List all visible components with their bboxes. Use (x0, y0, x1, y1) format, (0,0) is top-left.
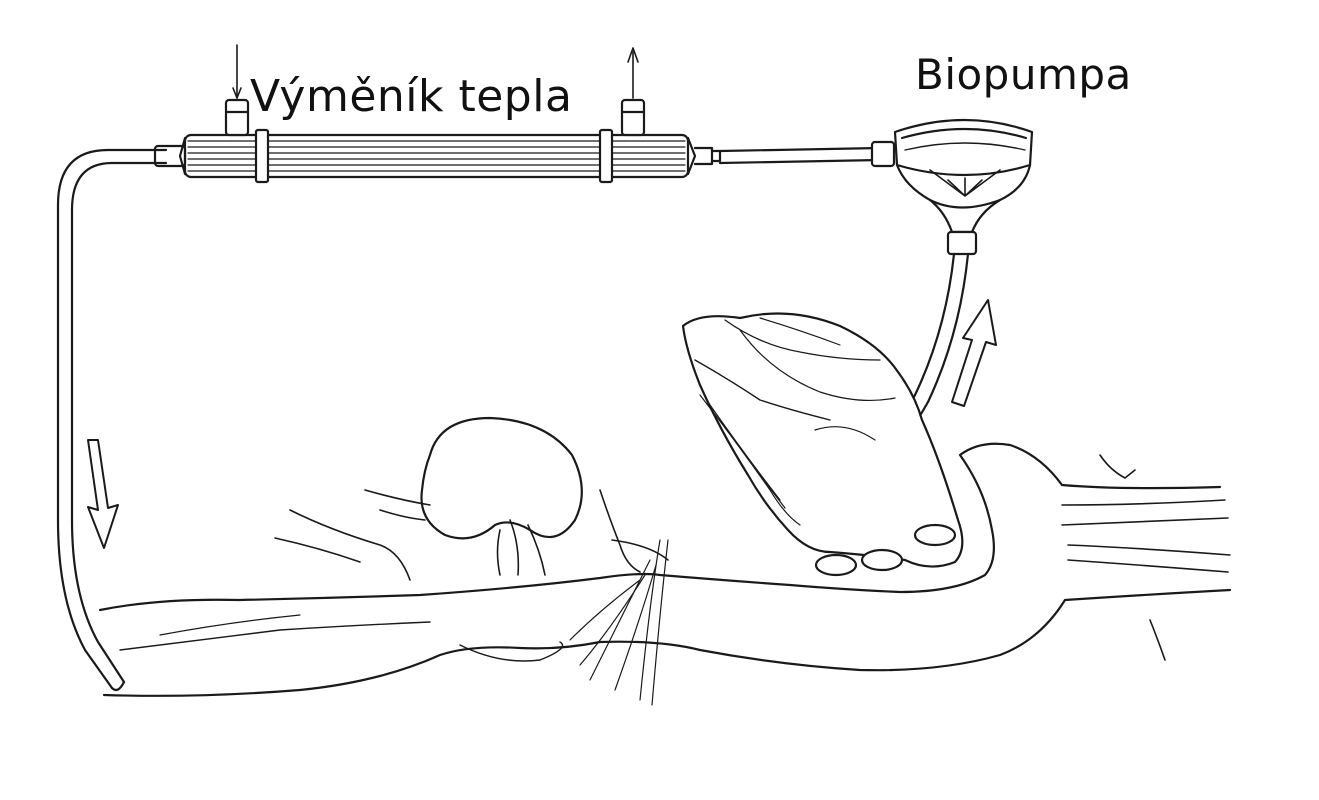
nerve-fibers (569, 539, 669, 706)
kidney (420, 416, 583, 576)
heat-exchanger (153, 98, 722, 184)
branch-vessels (274, 489, 669, 581)
port-arrows (232, 44, 639, 99)
biopump-label: Biopumpa (915, 50, 1132, 99)
heat-exchanger-label: Výměník tepla (250, 71, 573, 122)
pump-inlet-tube (718, 140, 896, 168)
biopump (893, 118, 1034, 256)
vessel (98, 442, 1232, 697)
return-tube (56, 148, 168, 692)
heart (681, 312, 964, 577)
arrow-down-icon (87, 439, 119, 549)
arrow-up-icon (951, 299, 997, 407)
